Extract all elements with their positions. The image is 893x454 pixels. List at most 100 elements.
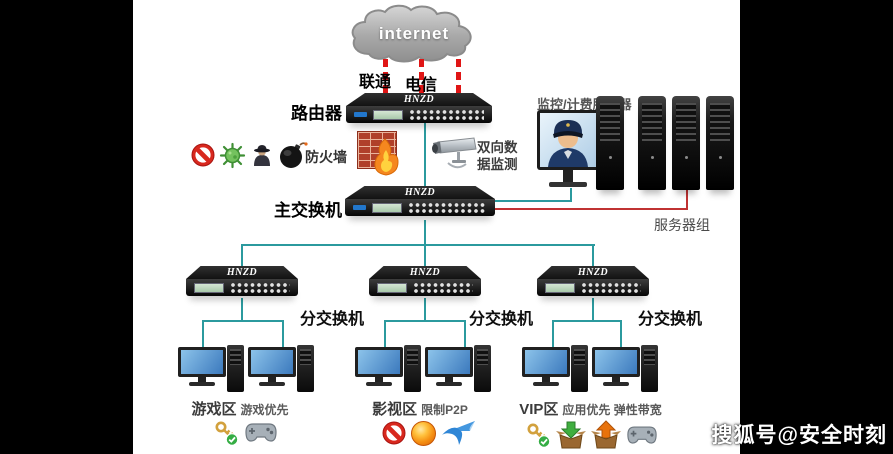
internet-label: internet xyxy=(378,24,450,43)
video-zone-pc1-monitor xyxy=(355,347,403,386)
pc-stand xyxy=(445,377,453,382)
sub-switch-1-lcd xyxy=(194,282,224,293)
sub-switch-3-lcd xyxy=(545,282,575,293)
pc-base xyxy=(189,382,215,386)
link-mainswitch-down xyxy=(424,220,426,246)
sub-switch-2-lcd xyxy=(377,282,407,293)
sub-switch-1-brand-label: HNZD xyxy=(226,267,258,278)
bomb-icon xyxy=(280,142,308,168)
zone-policy: 应用优先 弹性带宽 xyxy=(562,403,662,417)
link-router-to-mainswitch xyxy=(424,122,426,188)
vip-zone-pc1-monitor xyxy=(522,347,570,386)
pc-base xyxy=(436,382,462,386)
router-brand-label: HNZD xyxy=(403,94,435,105)
pc-screen xyxy=(178,347,226,377)
gamepad-icon xyxy=(245,423,277,442)
pc-screen xyxy=(355,347,403,377)
link-mainswitch-to-servers-h xyxy=(495,208,688,210)
server-tower-1 xyxy=(596,96,624,190)
pc-screen xyxy=(522,347,570,377)
video-zone-label: 影视区限制P2P xyxy=(345,398,495,419)
video-zone-pc1-tower xyxy=(404,345,421,392)
main-switch-device: HNZD xyxy=(345,186,495,216)
thunder-icon xyxy=(442,421,475,445)
router-ports xyxy=(409,108,484,121)
router-device: HNZD xyxy=(346,93,492,123)
pc-stand xyxy=(375,377,383,382)
pc-stand xyxy=(612,377,620,382)
pc-screen xyxy=(425,347,473,377)
game-zone-label: 游戏区游戏优先 xyxy=(165,398,315,419)
sub-switch-1-front-panel xyxy=(186,279,298,296)
main-switch-ports xyxy=(408,201,487,214)
isp-uplink-dashed-1 xyxy=(383,59,388,95)
link-drop-subswitch-1 xyxy=(241,244,243,267)
zone-policy: 限制P2P xyxy=(421,403,468,417)
firewall-label: 防火墙 xyxy=(305,149,347,165)
link-sub1-down xyxy=(241,298,243,322)
main-switch-logo xyxy=(353,205,366,210)
sub-switch-3-top-face: HNZD xyxy=(537,266,649,279)
router-lcd xyxy=(373,109,403,120)
pc-screen xyxy=(592,347,640,377)
video-zone-icons xyxy=(382,420,477,446)
monitor-stand-base xyxy=(549,182,587,187)
link-mainswitch-to-monitor-h xyxy=(495,200,572,202)
left-black-bar xyxy=(0,0,133,454)
sub-switch-2-top-face: HNZD xyxy=(369,266,481,279)
vip-zone-pc2-monitor xyxy=(592,347,640,386)
isp-uplink-dashed-3 xyxy=(456,59,461,95)
sohu-watermark: 搜狐号@安全时刻 xyxy=(711,424,887,447)
box-download-icon xyxy=(556,421,586,449)
sub-switch-1-top-face: HNZD xyxy=(186,266,298,279)
zone-name: 影视区 xyxy=(372,401,418,418)
link-mainswitch-to-monitor-v xyxy=(570,188,572,202)
video-zone-pc2-monitor xyxy=(425,347,473,386)
monitor-stand-neck xyxy=(563,170,573,182)
isp-label-unicom: 联通 xyxy=(359,74,392,91)
link-distribution-bus xyxy=(241,244,595,246)
link-sub2-pc2 xyxy=(464,320,466,349)
link-sub3-split xyxy=(552,320,622,322)
sub-switch-1-ports xyxy=(230,281,290,294)
threat-icons-group xyxy=(191,141,308,169)
router-top-face: HNZD xyxy=(346,93,492,106)
key-check-icon xyxy=(527,423,551,448)
server-group-label: 服务器组 xyxy=(654,217,710,233)
link-sub1-pc1 xyxy=(202,320,204,349)
isp-label-telecom: 电信 xyxy=(405,77,438,94)
sub-switch-3-brand-label: HNZD xyxy=(577,267,609,278)
main-switch-brand-label: HNZD xyxy=(404,187,436,198)
sub-switch-2-label: 分交换机 xyxy=(469,311,534,328)
video-zone-pc2-tower xyxy=(474,345,491,392)
pc-stand xyxy=(198,377,206,382)
server-tower-3 xyxy=(672,96,700,190)
data-monitor-label-line2: 据监测 xyxy=(477,157,518,172)
sub-switch-1-device: HNZD xyxy=(186,266,298,296)
pc-base xyxy=(259,382,285,386)
zone-name: VIP区 xyxy=(519,401,559,418)
surveillance-camera-icon xyxy=(432,137,477,169)
vip-zone-label: VIP区应用优先 弹性带宽 xyxy=(508,398,673,419)
no-entry-icon xyxy=(191,143,215,167)
sub-switch-3-ports xyxy=(581,281,641,294)
no-entry-icon xyxy=(382,421,406,445)
vip-zone-pc2-tower xyxy=(641,345,658,392)
virus-icon xyxy=(219,142,246,168)
data-monitor-label-line1: 双向数 xyxy=(477,140,518,155)
sub-switch-2-front-panel xyxy=(369,279,481,296)
server-tower-4 xyxy=(706,96,734,190)
vip-zone-pc1-tower xyxy=(571,345,588,392)
pc-base xyxy=(603,382,629,386)
sub-switch-3-front-panel xyxy=(537,279,649,296)
link-sub3-pc2 xyxy=(620,320,622,349)
gamepad-icon xyxy=(627,425,657,444)
router-logo xyxy=(354,112,367,117)
pc-base xyxy=(533,382,559,386)
link-sub3-down xyxy=(592,298,594,322)
main-switch-front-panel xyxy=(345,199,495,216)
link-sub2-pc1 xyxy=(384,320,386,349)
pc-stand xyxy=(542,377,550,382)
spy-icon xyxy=(254,145,270,166)
sub-switch-1-label: 分交换机 xyxy=(300,311,365,328)
